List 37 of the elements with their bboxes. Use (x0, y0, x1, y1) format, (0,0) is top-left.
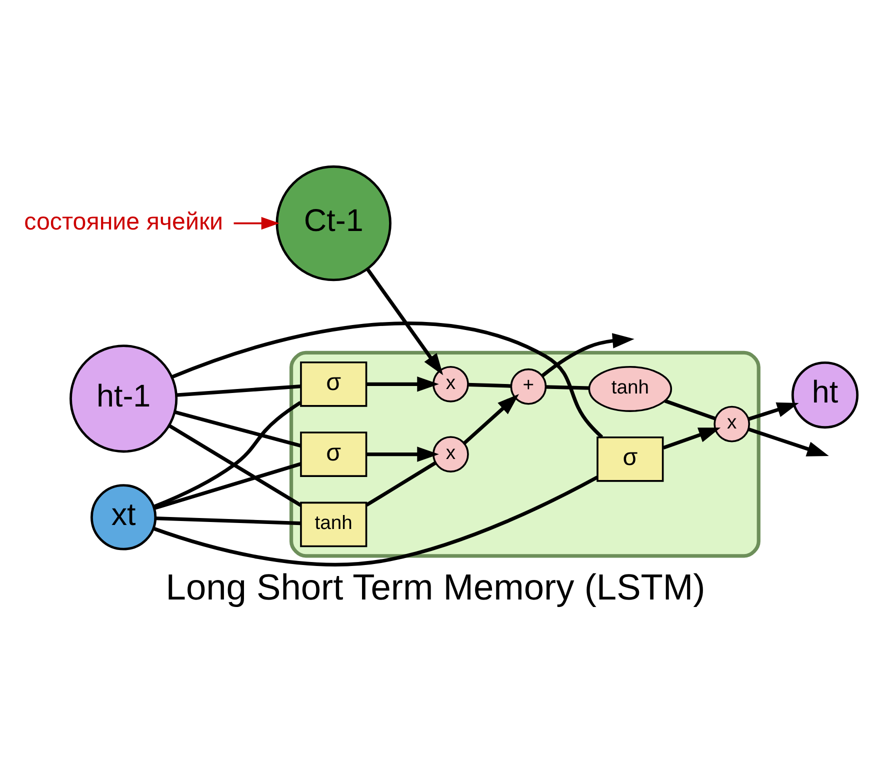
connector (664, 398, 716, 420)
arrow (366, 446, 439, 462)
caption: Long Short Term Memory (LSTM) (166, 566, 706, 607)
arrow (366, 376, 439, 392)
arrow (366, 267, 444, 375)
connector (154, 462, 302, 510)
arrow (748, 402, 799, 420)
arrow (662, 427, 721, 450)
node-circle: + (510, 368, 547, 404)
arrow (748, 426, 829, 456)
arrow (234, 216, 280, 230)
node-circle: xt (90, 484, 157, 550)
connector (174, 410, 302, 448)
connector (171, 321, 604, 438)
connector (366, 460, 436, 506)
node-text: состояние ячейки (24, 208, 224, 235)
node-circle: x (432, 436, 469, 472)
node-box: σ (300, 360, 368, 406)
connector (152, 400, 302, 508)
node-circle: ht-1 (70, 344, 178, 452)
arrow (462, 393, 520, 444)
connector (168, 424, 302, 506)
node-circle: x (714, 405, 750, 442)
cluster (289, 350, 760, 558)
connector (155, 516, 301, 525)
node-ellipse: tanh (588, 365, 672, 412)
node-box: σ (300, 431, 368, 476)
arrow (540, 332, 634, 377)
node-circle: ht (791, 360, 859, 428)
connector (468, 382, 512, 388)
connector (546, 384, 590, 390)
connector (152, 475, 598, 566)
connector (176, 384, 301, 396)
node-circle: Ct-1 (276, 164, 392, 281)
node-circle: x (432, 365, 469, 402)
node-box: tanh (300, 501, 368, 547)
node-box: σ (596, 436, 664, 482)
